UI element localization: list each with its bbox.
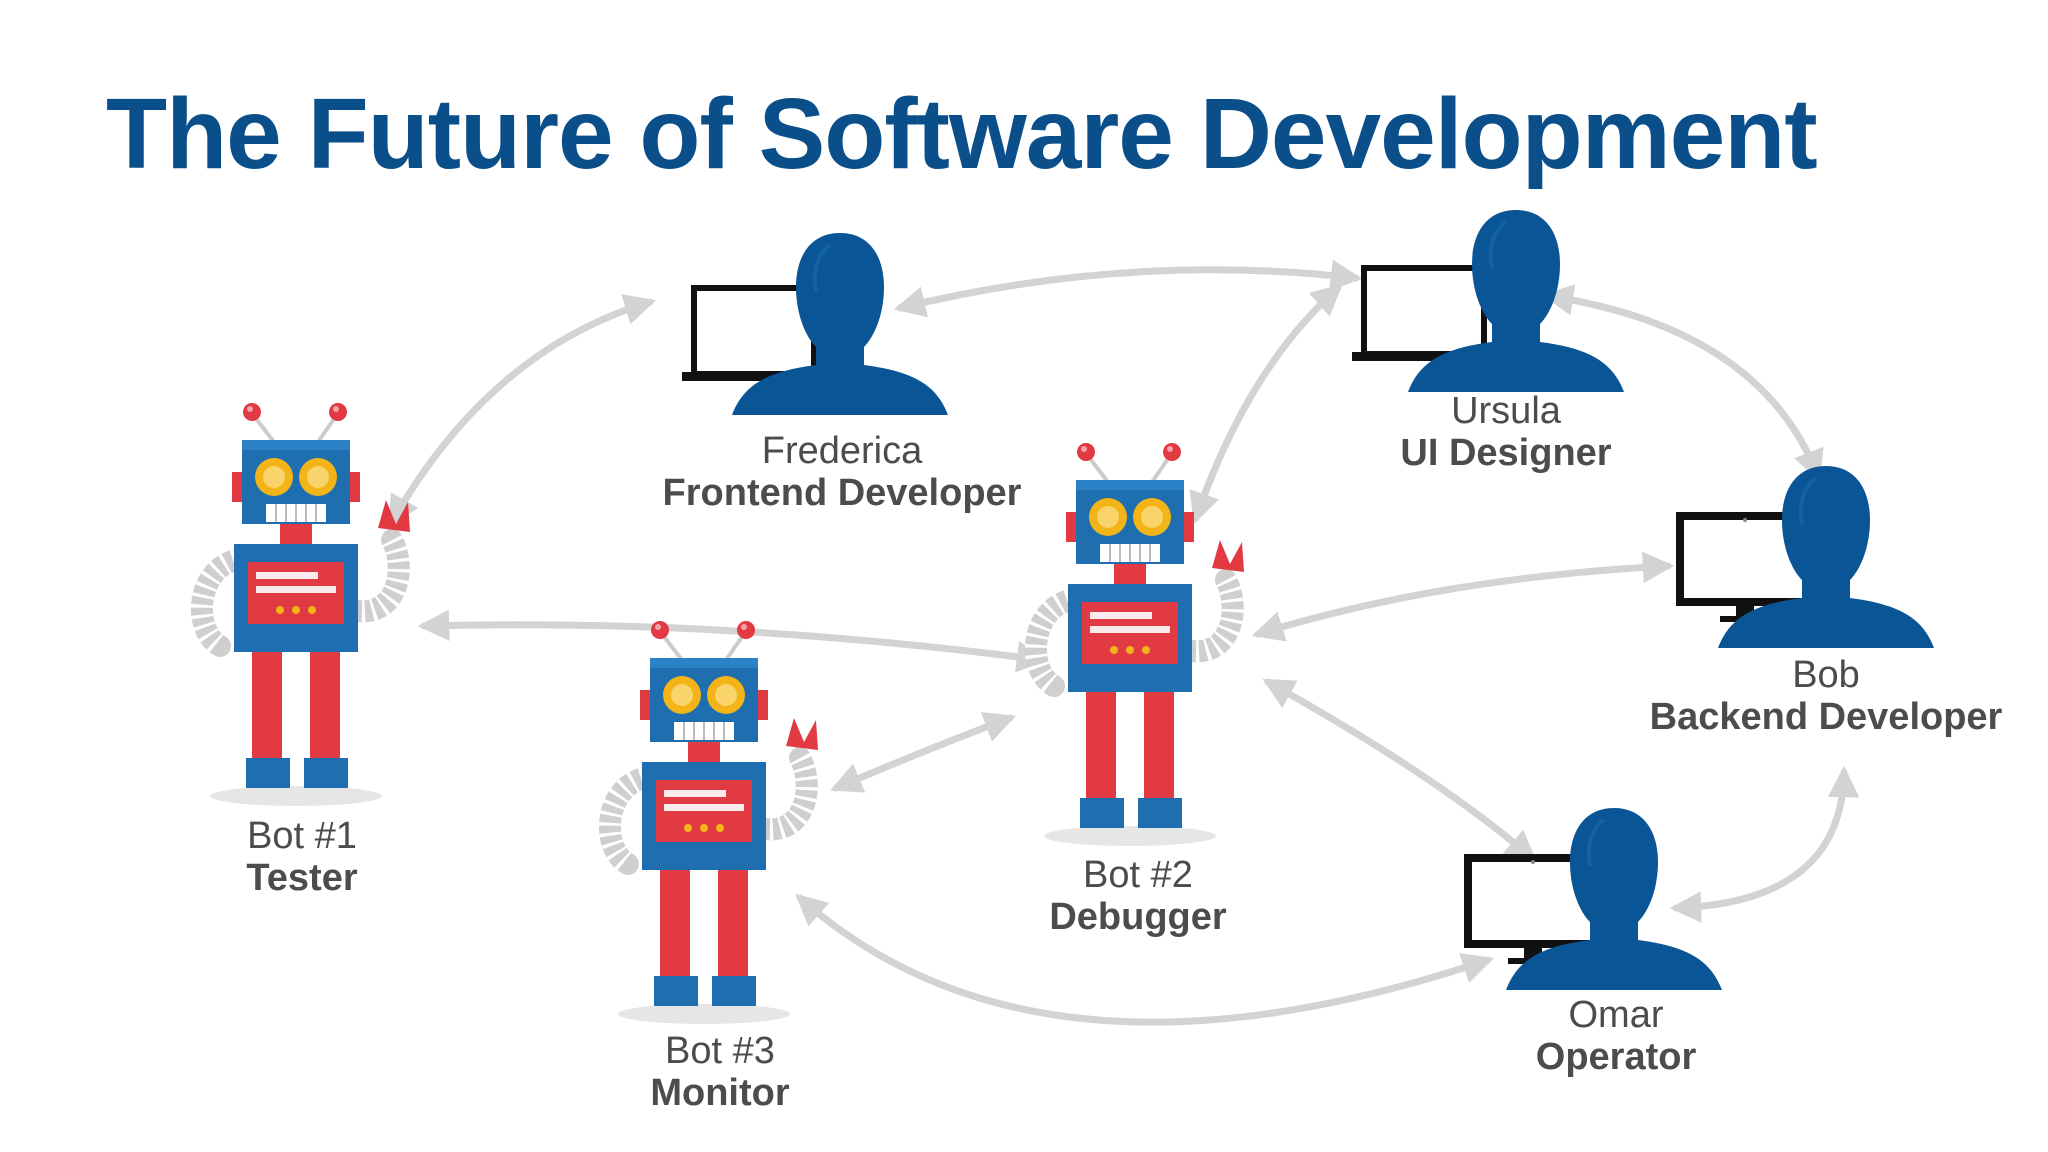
arrow-bot3-omar xyxy=(795,893,1494,1026)
robot-icon xyxy=(610,621,818,1024)
bot-role: Debugger xyxy=(1049,896,1227,938)
person-name: Bob xyxy=(1792,654,1860,696)
laptop-icon xyxy=(1352,268,1484,361)
arrow-bot2-bob xyxy=(1251,551,1675,642)
connection-arrows xyxy=(388,259,1860,1026)
node-bot2 xyxy=(1036,443,1244,846)
arrow-frederica-ursula xyxy=(893,259,1363,318)
bot-name: Bot #3 xyxy=(665,1030,775,1072)
label-bot1: Bot #1 Tester xyxy=(246,815,357,899)
laptop-icon xyxy=(682,288,814,381)
person-role: Backend Developer xyxy=(1649,696,2003,738)
robot-icon xyxy=(1036,443,1244,846)
node-frederica xyxy=(682,231,950,417)
arrow-bob-omar xyxy=(1669,765,1860,923)
slide-title: The Future of Software Development xyxy=(106,78,1818,190)
person-name: Omar xyxy=(1568,994,1664,1036)
node-bot3 xyxy=(610,621,818,1024)
label-bot2: Bot #2 Debugger xyxy=(1049,854,1226,938)
label-frederica: Frederica Frontend Developer xyxy=(663,430,1022,514)
arrow-ursula-bob xyxy=(1541,284,1824,482)
arrow-bot1-frederica xyxy=(388,294,657,528)
arrow-ursula-bot2 xyxy=(1189,283,1343,524)
robot-icon xyxy=(202,403,410,806)
arrow-bot1-bot2 xyxy=(417,609,1049,673)
arrow-bot3-bot2 xyxy=(830,712,1016,793)
bot-role: Monitor xyxy=(650,1072,790,1114)
label-bob: Bob Backend Developer xyxy=(1650,654,2003,738)
label-bot3: Bot #3 Monitor xyxy=(650,1030,789,1114)
arrow-bot2-omar xyxy=(1262,678,1537,863)
person-role: Frontend Developer xyxy=(662,472,1022,514)
node-bob xyxy=(1680,464,1936,650)
person-name: Frederica xyxy=(761,430,923,472)
bot-name: Bot #2 xyxy=(1083,854,1193,896)
bot-name: Bot #1 xyxy=(247,815,357,857)
node-bot1 xyxy=(202,403,410,806)
label-omar: Omar Operator xyxy=(1536,994,1696,1078)
person-role: Operator xyxy=(1535,1036,1697,1078)
person-role: UI Designer xyxy=(1400,432,1612,474)
person-name: Ursula xyxy=(1451,390,1561,432)
bot-role: Tester xyxy=(246,857,358,899)
label-ursula: Ursula UI Designer xyxy=(1400,390,1611,474)
